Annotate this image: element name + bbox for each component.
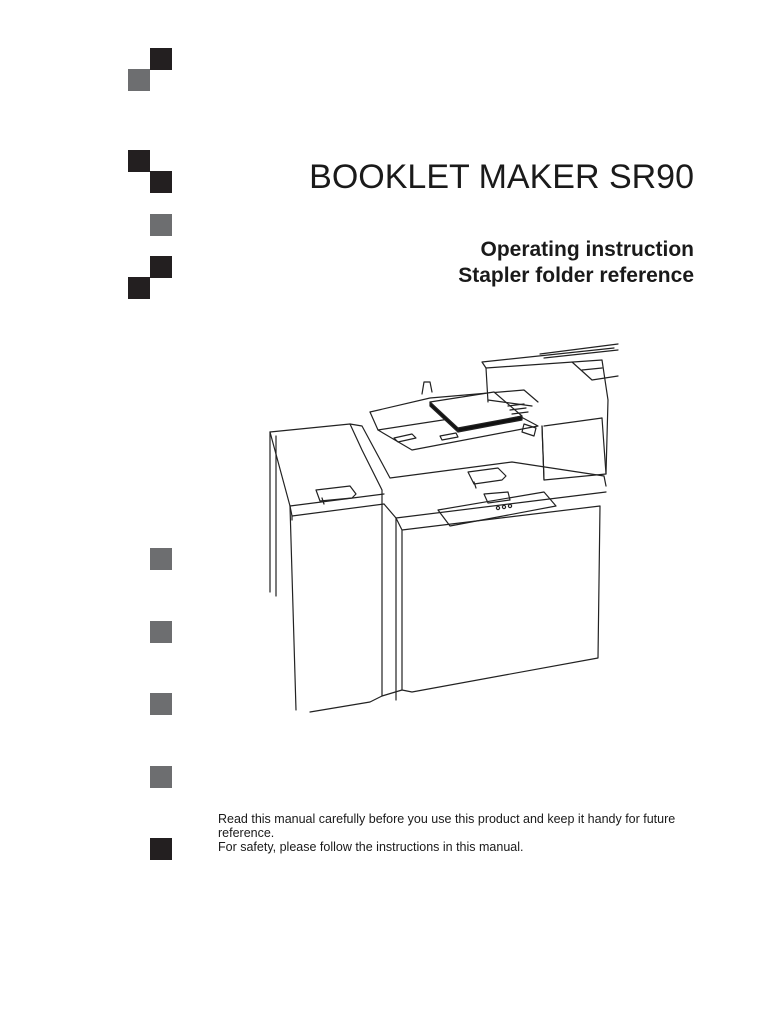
square-dark-6 xyxy=(150,838,172,860)
document-title: BOOKLET MAKER SR90 xyxy=(309,158,694,196)
square-gray-4 xyxy=(150,621,172,643)
square-dark-5 xyxy=(128,277,150,299)
square-dark-4 xyxy=(150,256,172,278)
safety-notice: Read this manual carefully before you us… xyxy=(218,812,698,854)
document-subtitle: Operating instruction Stapler folder ref… xyxy=(458,237,694,289)
square-dark-1 xyxy=(150,48,172,70)
square-gray-2 xyxy=(150,214,172,236)
notice-line-1: Read this manual carefully before you us… xyxy=(218,812,676,840)
square-gray-1 xyxy=(128,69,150,91)
subtitle-line-1: Operating instruction xyxy=(480,238,694,261)
square-gray-3 xyxy=(150,548,172,570)
booklet-maker-illustration xyxy=(269,343,619,713)
square-dark-2 xyxy=(128,150,150,172)
square-gray-5 xyxy=(150,693,172,715)
notice-line-2: For safety, please follow the instructio… xyxy=(218,840,524,854)
square-dark-3 xyxy=(150,171,172,193)
subtitle-line-2: Stapler folder reference xyxy=(458,264,694,287)
square-gray-6 xyxy=(150,766,172,788)
